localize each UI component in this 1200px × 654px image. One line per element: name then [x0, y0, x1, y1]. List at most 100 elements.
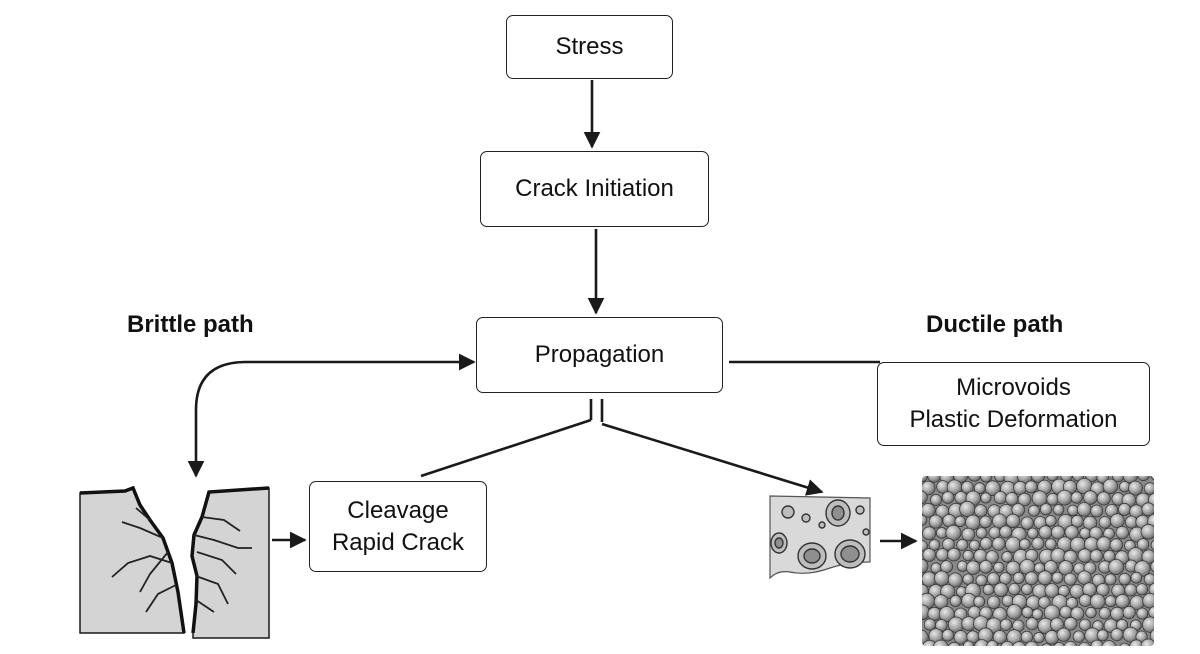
dimple-sphere: [1104, 573, 1117, 586]
dimple-sphere: [1116, 619, 1129, 632]
dimple-sphere: [922, 526, 937, 541]
microvoid-cluster-icon: [769, 495, 871, 580]
dimple-sphere: [993, 582, 1009, 597]
dimple-sphere: [1070, 606, 1085, 621]
dimple-sphere: [1064, 525, 1079, 540]
dimple-sphere: [1136, 607, 1149, 620]
dimple-sphere: [974, 639, 990, 646]
dimple-sphere: [1118, 642, 1131, 646]
dimple-sphere: [922, 514, 928, 527]
dimple-sphere: [1078, 593, 1092, 607]
dimple-sphere: [1142, 616, 1154, 633]
dimple-sphere: [1005, 492, 1019, 506]
dimple-sphere: [1067, 504, 1079, 517]
dimple-sphere: [932, 639, 950, 646]
dimple-sphere: [1056, 489, 1073, 506]
dimple-sphere: [1150, 476, 1154, 481]
dimple-sphere: [991, 537, 1006, 551]
dimple-sphere: [1072, 630, 1085, 643]
dimple-sphere: [941, 491, 955, 504]
dimple-sphere: [987, 595, 1001, 610]
dimple-sphere: [1110, 606, 1125, 621]
dimple-sphere: [1024, 571, 1039, 586]
dimple-sphere: [1156, 596, 1169, 609]
dimple-sphere: [959, 500, 976, 518]
dimple-sphere: [1008, 583, 1021, 596]
dimple-sphere: [1118, 572, 1131, 586]
dimple-sphere: [1052, 504, 1065, 516]
dimple-sphere: [1076, 502, 1092, 517]
ductile-path-label: Ductile path: [926, 311, 1064, 338]
dimple-sphere: [1017, 492, 1032, 507]
microvoids-line-2: Plastic Deformation: [909, 406, 1118, 433]
arrow-brittle-loop: [187, 353, 476, 478]
cleavage-line-1: Cleavage: [347, 496, 449, 524]
dimple-sphere: [1096, 536, 1112, 552]
dimple-sphere: [1156, 572, 1171, 587]
dimple-sphere: [922, 502, 936, 518]
dimple-sphere: [1109, 513, 1125, 529]
dimple-sphere: [956, 538, 969, 551]
line-propagation-to-cleavage: [420, 418, 592, 478]
dimple-sphere: [1141, 502, 1154, 517]
dimple-sphere: [1158, 481, 1169, 492]
dimple-sphere: [1098, 607, 1112, 620]
microvoids-line-1: Microvoids: [956, 374, 1071, 401]
dimple-sphere: [962, 640, 975, 646]
dimple-sphere: [922, 604, 930, 621]
dimple-sphere: [1052, 642, 1066, 646]
dimple-sphere: [1012, 572, 1025, 585]
cracked-surface-icon: [79, 485, 270, 639]
dimple-sphere: [928, 539, 941, 551]
dimple-sphere: [1135, 583, 1149, 596]
dimple-sphere: [949, 595, 962, 608]
dimple-sphere: [1115, 593, 1130, 609]
dimple-sphere: [1050, 617, 1065, 632]
dimple-sphere: [993, 561, 1005, 574]
propagation-box: Propagation: [476, 317, 723, 393]
dimple-sphere: [962, 549, 974, 562]
dimple-sphere: [1149, 628, 1154, 644]
dimple-sphere: [985, 550, 999, 564]
dimple-sphere: [1020, 630, 1034, 644]
stress-box: Stress: [506, 15, 673, 79]
dimple-sphere: [1111, 476, 1125, 483]
dimple-sphere: [1108, 559, 1125, 576]
dimple-sphere: [1102, 478, 1119, 495]
dimple-sphere: [1157, 527, 1171, 541]
dimple-sphere: [966, 560, 981, 575]
dimple-sphere: [1025, 617, 1039, 631]
dimple-sphere: [1124, 583, 1138, 597]
dimple-sphere: [1109, 538, 1124, 552]
dimple-sphere: [1089, 593, 1106, 610]
dimple-sphere: [979, 537, 993, 550]
dimple-sphere: [1077, 548, 1093, 563]
dimple-sphere: [1059, 605, 1073, 619]
dimple-sphere: [986, 640, 999, 646]
dimple-sphere: [1118, 502, 1132, 516]
dimple-sphere: [1082, 515, 1098, 531]
dimple-sphere: [922, 558, 929, 574]
dimple-sphere: [1044, 515, 1057, 527]
dimple-sphere: [1050, 525, 1065, 540]
dimple-sphere: [1011, 641, 1027, 646]
dimple-sphere: [1051, 571, 1064, 584]
dimple-sphere: [1037, 570, 1053, 586]
dimple-sphere: [1128, 480, 1143, 496]
dimple-sphere: [973, 595, 986, 608]
dimple-sphere: [1024, 480, 1038, 494]
dimple-sphere: [1148, 582, 1154, 597]
dimple-sphere: [1001, 551, 1013, 563]
cleavage-box: Cleavage Rapid Crack: [309, 481, 487, 572]
dimple-sphere: [961, 527, 976, 542]
dimple-sphere: [1046, 492, 1059, 506]
dimple-sphere: [1129, 639, 1144, 646]
dimple-sphere: [1140, 523, 1154, 540]
dimple-sphere: [961, 480, 974, 494]
dimple-sphere: [975, 527, 988, 539]
dimple-sphere: [1143, 482, 1154, 495]
dimple-sphere: [1065, 596, 1079, 610]
dimple-sphere: [922, 548, 936, 562]
dimple-sphere: [1157, 552, 1168, 563]
